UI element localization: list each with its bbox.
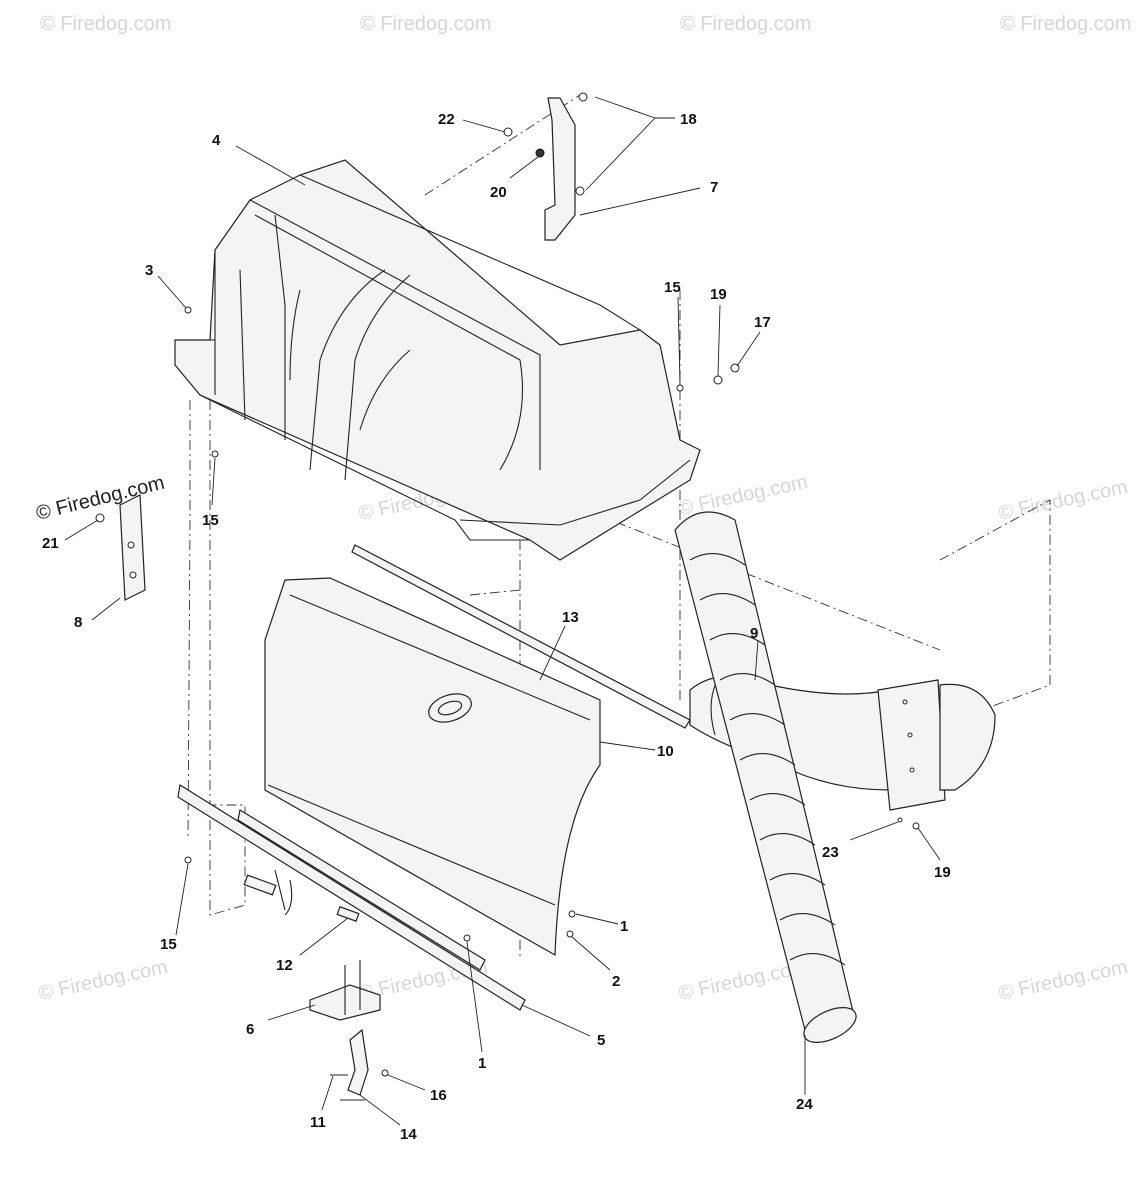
callout-17: 17 bbox=[754, 314, 771, 331]
watermark: © Firedog.com bbox=[676, 471, 809, 520]
plate bbox=[119, 494, 146, 601]
mounting-bracket bbox=[544, 97, 576, 241]
watermark: © Firedog.com bbox=[996, 476, 1129, 525]
callout-20: 20 bbox=[490, 184, 507, 201]
hood-shroud bbox=[174, 159, 701, 561]
callout-19: 19 bbox=[934, 864, 951, 881]
watermark: © Firedog.com bbox=[40, 13, 171, 35]
callout-7: 7 bbox=[710, 179, 718, 196]
latch-assembly bbox=[330, 1028, 389, 1101]
callout-19: 19 bbox=[710, 286, 727, 303]
watermark: © Firedog.com bbox=[360, 13, 491, 35]
hardware bbox=[95, 92, 920, 942]
callout-18: 18 bbox=[680, 111, 697, 128]
callout-15: 15 bbox=[202, 512, 219, 529]
callout-6: 6 bbox=[246, 1021, 254, 1038]
flexible-hose bbox=[674, 511, 857, 1043]
watermark: © Firedog.com bbox=[996, 956, 1129, 1005]
callout-23: 23 bbox=[822, 844, 839, 861]
callout-15: 15 bbox=[664, 279, 681, 296]
callout-13: 13 bbox=[562, 609, 579, 626]
callouts: 4 3 22 20 18 7 15 19 17 15 21 8 13 9 10 … bbox=[42, 111, 951, 1143]
weather-strip bbox=[351, 544, 691, 729]
bracket bbox=[309, 960, 381, 1021]
hinge-bar bbox=[237, 809, 486, 971]
callout-3: 3 bbox=[145, 262, 153, 279]
callout-16: 16 bbox=[430, 1087, 447, 1104]
watermark: © Firedog.com bbox=[680, 13, 811, 35]
callout-21: 21 bbox=[42, 535, 59, 552]
callout-24: 24 bbox=[796, 1096, 813, 1113]
callout-1: 1 bbox=[620, 918, 628, 935]
callout-9: 9 bbox=[750, 625, 758, 642]
callout-1: 1 bbox=[478, 1055, 486, 1072]
leader-lines bbox=[64, 96, 941, 1126]
watermark: © Firedog.com bbox=[1000, 13, 1131, 35]
callout-5: 5 bbox=[597, 1032, 605, 1049]
callout-12: 12 bbox=[276, 957, 293, 974]
deflector-plate bbox=[264, 577, 601, 957]
callout-15: 15 bbox=[160, 936, 177, 953]
callout-8: 8 bbox=[74, 614, 82, 631]
callout-2: 2 bbox=[612, 973, 620, 990]
callout-22: 22 bbox=[438, 111, 455, 128]
watermark: © Firedog.com bbox=[36, 956, 169, 1005]
callout-4: 4 bbox=[212, 132, 221, 149]
callout-14: 14 bbox=[400, 1126, 417, 1143]
callout-11: 11 bbox=[310, 1114, 326, 1131]
rod bbox=[177, 784, 526, 1011]
callout-10: 10 bbox=[657, 743, 674, 760]
